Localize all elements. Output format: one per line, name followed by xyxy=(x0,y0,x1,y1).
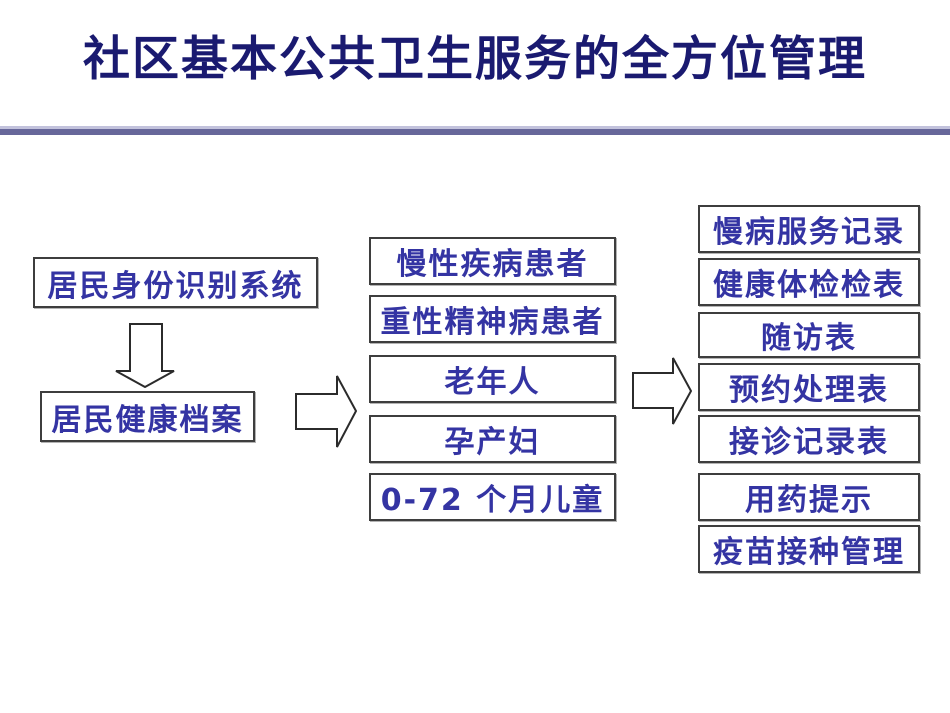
service-record-box-chronic-service: 慢病服务记录 xyxy=(698,205,920,253)
population-group-box-severe-mental-illness: 重性精神病患者 xyxy=(369,295,616,343)
population-group-box-elderly: 老年人 xyxy=(369,355,616,403)
population-group-box-chronic-disease: 慢性疾病患者 xyxy=(369,237,616,285)
page-title: 社区基本公共卫生服务的全方位管理 xyxy=(83,32,867,87)
population-group-box-children: 0-72 个月儿童 xyxy=(369,473,616,521)
identity-system-box: 居民身份识别系统 xyxy=(33,257,318,308)
service-record-box-medication-reminder: 用药提示 xyxy=(698,473,920,521)
population-group-box-maternal: 孕产妇 xyxy=(369,415,616,463)
block-arrow-right-icon xyxy=(295,375,357,448)
service-record-box-appointment: 预约处理表 xyxy=(698,363,920,411)
block-arrow-down-icon xyxy=(115,323,175,388)
health-archive-box: 居民健康档案 xyxy=(40,391,255,442)
block-arrow-right-icon xyxy=(632,357,692,425)
service-record-box-followup: 随访表 xyxy=(698,312,920,358)
title-divider xyxy=(0,126,950,135)
service-record-box-health-checkup: 健康体检检表 xyxy=(698,258,920,306)
service-record-box-vaccination: 疫苗接种管理 xyxy=(698,525,920,573)
service-record-box-reception: 接诊记录表 xyxy=(698,415,920,463)
